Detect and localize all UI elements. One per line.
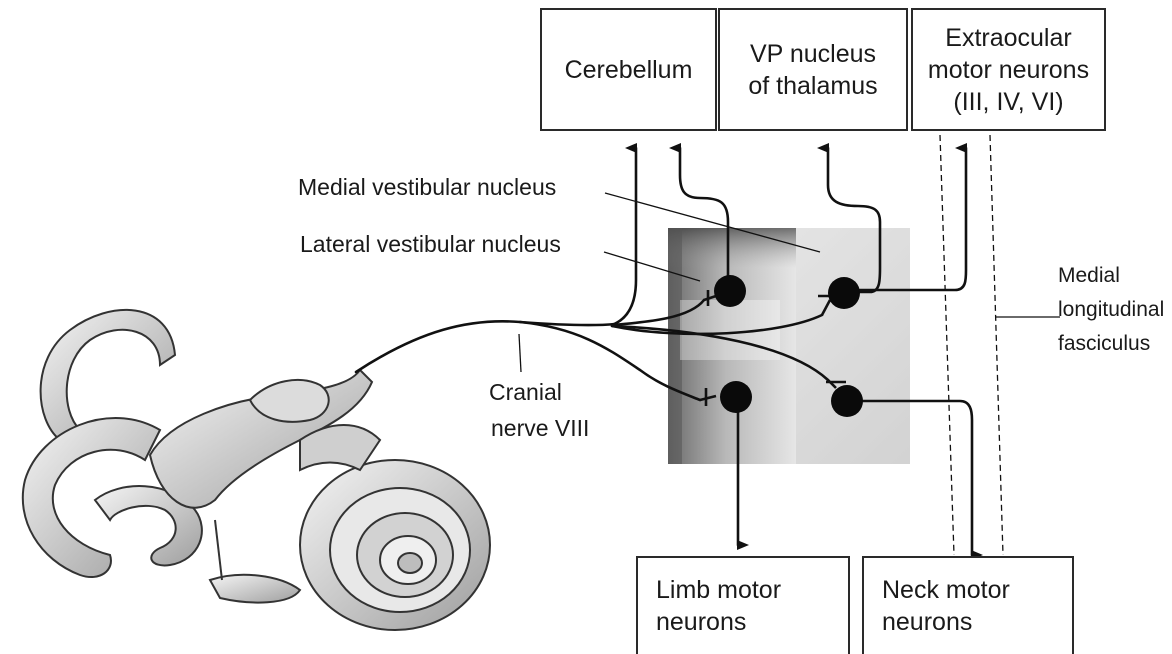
inner-ear-illustration [23, 310, 490, 630]
neck-motor-label-line1: Neck motor [882, 574, 1010, 606]
medial-nucleus-neuron [828, 277, 860, 309]
cerebellum-box: Cerebellum [540, 8, 717, 131]
limb-pathway-neuron [720, 381, 752, 413]
mlf-dashed-lines [940, 135, 1060, 555]
mlf-label-line2: longitudinal [1058, 296, 1164, 324]
limb-motor-label-line2: neurons [656, 606, 746, 638]
neck-motor-box: Neck motor neurons [862, 556, 1074, 654]
extraocular-label-line1: Extraocular [945, 22, 1071, 54]
extraocular-box: Extraocular motor neurons (III, IV, VI) [911, 8, 1106, 131]
extraocular-label-line3: (III, IV, VI) [953, 86, 1063, 118]
cranial-nerve-label-line2: nerve VIII [491, 414, 589, 443]
brainstem-section [668, 228, 910, 464]
mlf-label-line1: Medial [1058, 262, 1120, 290]
lateral-vestibular-nucleus-label: Lateral vestibular nucleus [300, 230, 561, 259]
extraocular-label-line2: motor neurons [928, 54, 1089, 86]
cranial-nerve-label-line1: Cranial [489, 378, 562, 407]
lateral-nucleus-neuron [714, 275, 746, 307]
neck-pathway-neuron [831, 385, 863, 417]
vp-nucleus-box: VP nucleus of thalamus [718, 8, 908, 131]
vp-nucleus-label-line1: VP nucleus [750, 38, 876, 70]
neck-motor-label-line2: neurons [882, 606, 972, 638]
limb-motor-label-line1: Limb motor [656, 574, 781, 606]
limb-motor-box: Limb motor neurons [636, 556, 850, 654]
vp-nucleus-label-line2: of thalamus [748, 70, 877, 102]
cerebellum-label: Cerebellum [565, 54, 693, 86]
medial-vestibular-nucleus-label: Medial vestibular nucleus [298, 173, 556, 202]
mlf-label-line3: fasciculus [1058, 330, 1150, 358]
